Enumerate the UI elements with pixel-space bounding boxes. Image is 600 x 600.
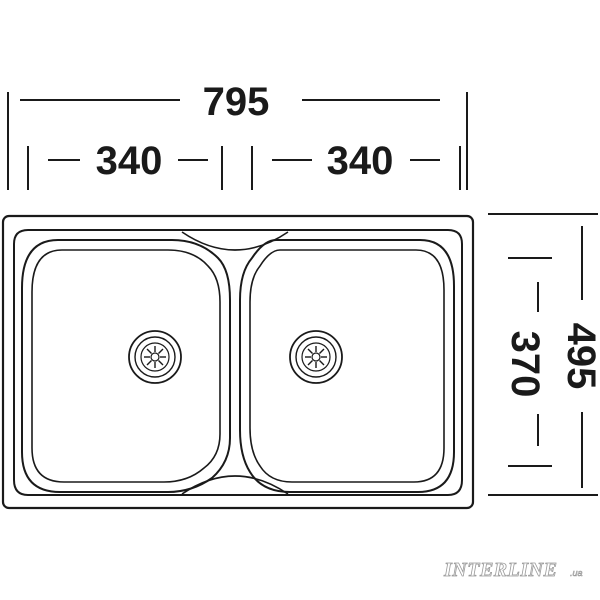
watermark-suffix: .ua bbox=[570, 568, 583, 578]
right-bowl-rim bbox=[239, 239, 455, 493]
dimension-bowl-widths bbox=[27, 146, 461, 190]
dimension-label-340-left: 340 bbox=[96, 139, 163, 183]
dimension-label-795: 795 bbox=[203, 80, 270, 124]
dimension-overall-depth bbox=[488, 213, 598, 496]
divider-bottom-curve bbox=[181, 475, 289, 495]
watermark-brand: INTERLINE bbox=[443, 559, 557, 581]
left-drain-icon bbox=[128, 330, 182, 384]
left-bowl-basin bbox=[31, 249, 221, 483]
dimension-label-495: 495 bbox=[559, 323, 600, 390]
right-bowl-basin bbox=[249, 249, 445, 483]
sink-inner-rim bbox=[13, 229, 463, 496]
sink-outer-rim bbox=[1, 214, 475, 510]
dimension-overall-width bbox=[7, 92, 468, 190]
dimension-label-340-right: 340 bbox=[327, 139, 394, 183]
sink-outline bbox=[1, 214, 475, 510]
interline-watermark-logo: INTERLINE .ua bbox=[443, 559, 583, 582]
dimension-bowl-depth bbox=[508, 257, 552, 467]
right-drain-icon bbox=[289, 330, 343, 384]
divider-top-curve bbox=[181, 231, 289, 251]
dimension-label-370: 370 bbox=[503, 331, 547, 398]
left-bowl-rim bbox=[21, 239, 231, 493]
